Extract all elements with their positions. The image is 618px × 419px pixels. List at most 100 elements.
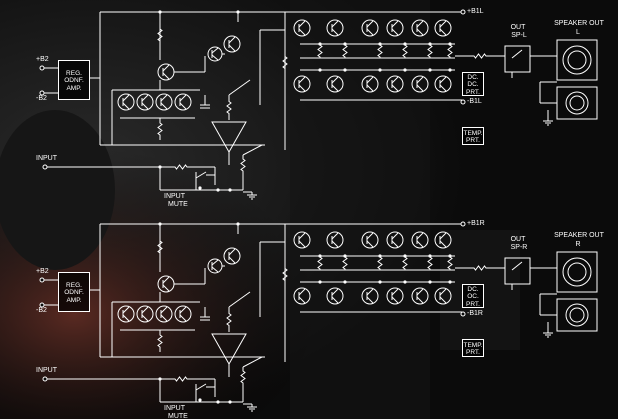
wire: [331, 288, 339, 296]
wire: [228, 44, 236, 52]
wire: [391, 76, 399, 84]
transistor: [411, 19, 429, 37]
junction-dot: [236, 222, 240, 226]
wire: [439, 240, 447, 248]
minus-b2-label: -B2: [36, 307, 47, 314]
circuit-lines: [39, 9, 598, 412]
relay-contact: [511, 261, 523, 271]
reg-odnf-amp-box: REG.ODNF.AMP.: [58, 272, 90, 312]
transistor: [117, 93, 135, 111]
wire: [160, 314, 168, 322]
transistor: [155, 93, 173, 111]
plus-b2-label: +B2: [36, 56, 49, 63]
out-relay: [504, 257, 531, 285]
resistor: [157, 20, 163, 50]
transistor: [411, 231, 429, 249]
wire: [331, 76, 339, 84]
junction-dot: [428, 68, 432, 72]
transistor: [136, 305, 154, 323]
wire: [416, 296, 424, 304]
temp-protection-box-line: PRT.: [466, 349, 480, 356]
speaker-jack: [556, 251, 598, 293]
transistor: [361, 231, 379, 249]
junction-dot: [158, 222, 162, 226]
wire: [416, 240, 424, 248]
junction-dot: [236, 10, 240, 14]
junction-dot: [378, 42, 382, 46]
resistor: [470, 53, 490, 59]
wire: [211, 54, 219, 61]
resistor: [226, 95, 232, 120]
resistor: [170, 376, 192, 382]
wire: [298, 84, 306, 92]
wire: [162, 276, 170, 284]
wire: [122, 102, 130, 110]
wire: [160, 94, 168, 102]
junction-dot: [318, 68, 322, 72]
wire: [331, 296, 339, 304]
transistor: [326, 75, 344, 93]
resistor: [157, 330, 163, 352]
transistor: [136, 93, 154, 111]
transistor: [174, 305, 192, 323]
transistor: [434, 19, 452, 37]
junction-dot: [343, 254, 347, 258]
out-label: OUT: [510, 236, 526, 243]
transistor: [293, 287, 311, 305]
transistor: [386, 287, 404, 305]
junction-dot: [343, 68, 347, 72]
wire: [228, 36, 236, 44]
input-mute-label: MUTE: [168, 201, 188, 208]
speaker-channel-label: L: [576, 29, 580, 36]
junction-dot: [448, 280, 452, 284]
speaker-jack: [556, 39, 598, 81]
wire: [160, 102, 168, 110]
wire: [211, 259, 219, 266]
wire: [179, 94, 187, 102]
transistor: [411, 75, 429, 93]
plus-b2-label: +B2: [36, 268, 49, 275]
wire: [416, 232, 424, 240]
reg-odnf-amp-box-line: REG.: [66, 281, 82, 289]
wire: [439, 76, 447, 84]
mute-switch: [195, 171, 207, 179]
transistor: [434, 231, 452, 249]
junction-dot: [216, 188, 220, 192]
speaker-jack-core: [567, 50, 587, 70]
terminal: [39, 65, 45, 71]
wire: [228, 248, 236, 256]
wire: [179, 102, 187, 110]
out-label: OUT: [510, 24, 526, 31]
wire: [391, 240, 399, 248]
wire: [439, 232, 447, 240]
terminal: [460, 99, 466, 105]
resistor: [226, 307, 232, 332]
junction-dot: [428, 42, 432, 46]
resistor: [282, 50, 288, 75]
junction-dot: [403, 42, 407, 46]
junction-dot: [228, 188, 232, 192]
wire: [439, 288, 447, 296]
wire: [439, 28, 447, 36]
wire: [416, 20, 424, 28]
wire: [298, 28, 306, 36]
wire: [211, 266, 219, 273]
wire: [439, 84, 447, 92]
speaker-jack-ring: [565, 303, 589, 327]
junction-dot: [448, 42, 452, 46]
wire: [331, 20, 339, 28]
dc-protection-box-line: PRT.: [466, 88, 480, 96]
dc-protection-box-line: OC.: [467, 293, 479, 301]
dc-protection-box-line: PRT.: [466, 300, 480, 308]
background-capacitor: [0, 110, 115, 270]
terminal: [460, 311, 466, 317]
transistor: [386, 19, 404, 37]
junction-dot: [378, 254, 382, 258]
junction-dot: [378, 280, 382, 284]
transistor: [361, 19, 379, 37]
wire: [162, 64, 170, 72]
wire: [141, 306, 149, 314]
transistor: [434, 287, 452, 305]
reg-odnf-amp-box-line: ODNF.: [64, 77, 84, 85]
wire: [366, 28, 374, 36]
